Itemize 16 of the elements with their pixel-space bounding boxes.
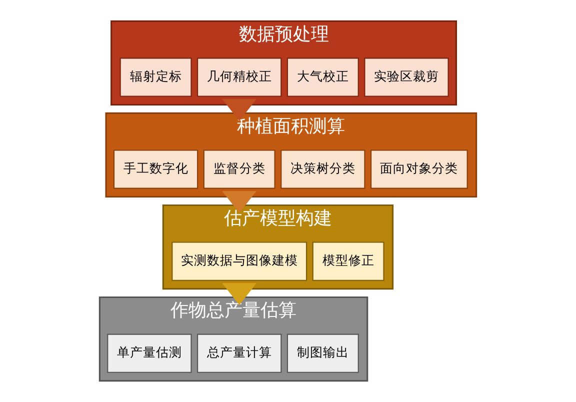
arrow (222, 190, 257, 213)
arrow (222, 282, 257, 305)
node-box: 决策树分类 (280, 150, 366, 189)
node-box: 单产量估测 (107, 334, 192, 373)
node-box: 监督分类 (203, 150, 276, 189)
node-box: 总产量计算 (197, 334, 282, 373)
node-box: 几何精校正 (197, 58, 282, 97)
arrow (222, 98, 257, 121)
node-box: 模型修正 (312, 242, 384, 281)
node-box: 手工数字化 (113, 150, 198, 189)
node-box: 面向对象分类 (370, 150, 468, 189)
node-box: 实测数据与图像建模 (172, 242, 308, 281)
node-box: 大气校正 (286, 58, 359, 97)
node-box: 制图输出 (286, 334, 359, 373)
node-box: 辐射定标 (120, 58, 192, 97)
node-box: 实验区裁剪 (364, 58, 449, 97)
